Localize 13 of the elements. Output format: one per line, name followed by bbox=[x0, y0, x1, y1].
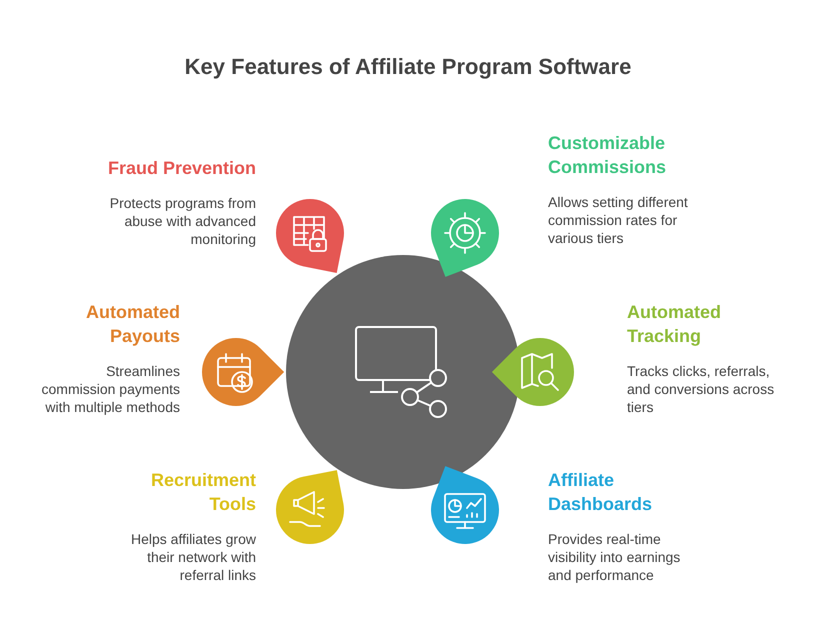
feature-heading: Automated Tracking bbox=[627, 301, 722, 348]
title: Key Features of Affiliate Program Software bbox=[184, 54, 632, 80]
feature-description: Protects programs from abuse with advanced monitoring bbox=[108, 194, 256, 248]
feature-heading: Customizable Commissions bbox=[548, 132, 668, 179]
feature-heading: Affiliate Dashboards bbox=[548, 469, 654, 516]
feature-description: Allows setting different commission rates for various tiers bbox=[548, 193, 689, 247]
feature-heading: Recruitment Tools bbox=[150, 469, 256, 516]
feature-heading: Fraud Prevention bbox=[106, 157, 256, 180]
feature-heading: Automated Payouts bbox=[85, 301, 180, 348]
feature-description: Streamlines commission payments with multiple methods bbox=[40, 362, 180, 416]
feature-description: Tracks clicks, referrals, and conversions across tiers bbox=[627, 362, 776, 416]
feature-description: Provides real-time visibility into earnings and performance bbox=[548, 530, 682, 584]
feature-description: Helps affiliates grow their network with referral links bbox=[130, 530, 256, 584]
